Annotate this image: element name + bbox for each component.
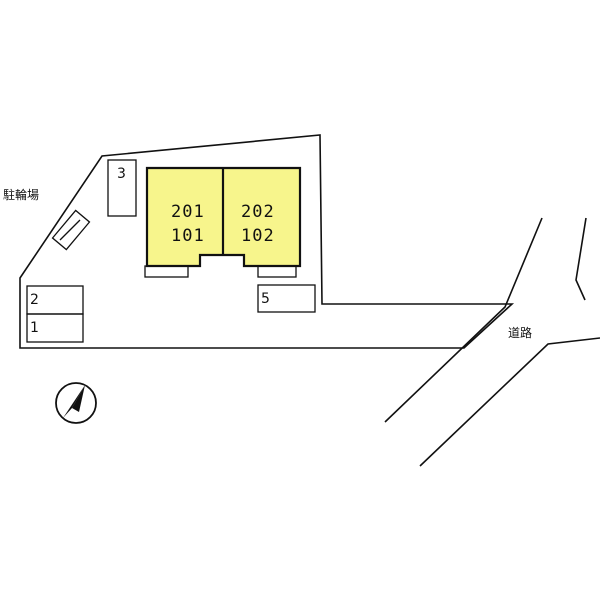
unit-202-label: 202 <box>241 202 275 222</box>
north-arrow-icon <box>55 382 97 424</box>
parking-space-3 <box>107 159 137 217</box>
road-edge-right <box>575 217 587 301</box>
parking-space-1 <box>26 313 84 343</box>
parking-space-5 <box>257 284 316 313</box>
bicycle-parking-label: 駐輪場 <box>3 187 39 202</box>
unit-101-label: 101 <box>171 226 205 246</box>
entrance-step-left <box>144 265 189 278</box>
road-edge-upper <box>384 217 543 423</box>
bicycle-parking <box>51 209 91 251</box>
parking-space-5-label: 5 <box>261 291 270 307</box>
parking-space-2-label: 2 <box>30 292 39 308</box>
parking-space-1-label: 1 <box>30 320 39 336</box>
road-edge-lower <box>419 337 600 467</box>
lot-boundary <box>19 134 515 349</box>
unit-201-label: 201 <box>171 202 205 222</box>
unit-102-label: 102 <box>241 226 275 246</box>
entrance-step-right <box>257 265 297 278</box>
parking-space-3-label: 3 <box>117 166 126 182</box>
road-label: 道路 <box>508 325 532 340</box>
